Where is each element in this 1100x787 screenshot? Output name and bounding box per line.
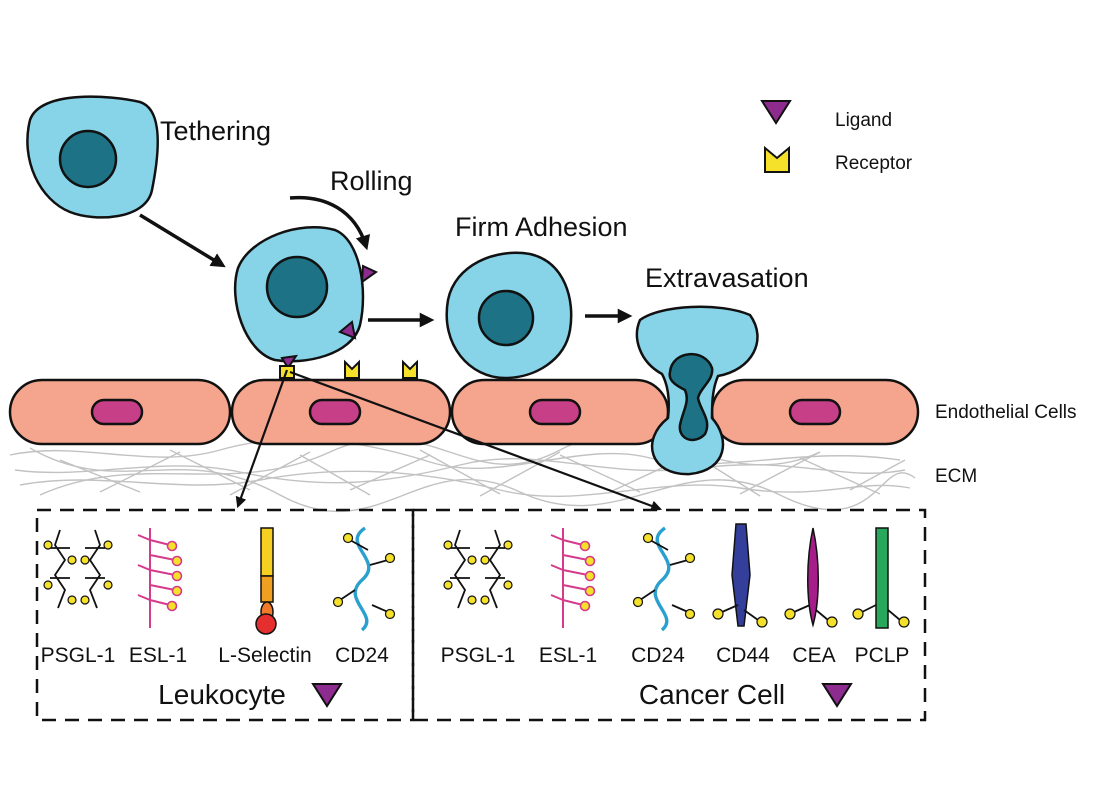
l-selectin-glyph xyxy=(255,527,277,635)
pclp-glyph xyxy=(852,527,910,629)
ligand-icon xyxy=(338,320,357,340)
receptor-icon xyxy=(402,359,418,379)
cancer-cell-panel xyxy=(411,508,927,722)
leukocyte-panel-title: Leukocyte xyxy=(158,679,286,710)
extravasating-cell xyxy=(635,305,759,476)
molecule-label: CD24 xyxy=(631,644,685,667)
cell-nucleus xyxy=(265,255,329,319)
legend-ligand-label: Ligand xyxy=(835,110,892,131)
psgl1-glyph xyxy=(443,529,513,609)
ligand-icon xyxy=(280,354,299,370)
pointer-arrow xyxy=(289,370,663,512)
leukocyte-panel xyxy=(35,508,415,722)
esl1-glyph xyxy=(137,528,183,628)
molecule-label: CD44 xyxy=(716,644,770,667)
cancer-panel-title: Cancer Cell xyxy=(639,679,785,710)
ligand-icon xyxy=(311,683,343,708)
cell-nucleus xyxy=(58,129,118,189)
endothelial-cells-label: Endothelial Cells xyxy=(935,402,1077,423)
rolling-arrow xyxy=(289,195,371,251)
molecule-label: L-Selectin xyxy=(218,644,311,667)
legend-receptor-label: Receptor xyxy=(835,153,913,174)
pointer-arrow xyxy=(235,369,289,509)
legend: Ligand Receptor xyxy=(760,100,913,174)
stage-arrow xyxy=(139,213,226,268)
cd24-glyph xyxy=(332,526,396,632)
receptor-icon xyxy=(764,145,790,173)
endothelial-layer xyxy=(8,378,920,446)
cell-nucleus xyxy=(668,352,714,442)
ligand-icon xyxy=(760,100,792,125)
tethering-cell xyxy=(26,95,159,219)
molecule-label: PCLP xyxy=(855,644,910,667)
molecule-label: CD24 xyxy=(335,644,389,667)
esl1-glyph xyxy=(550,528,596,628)
molecule-label: CEA xyxy=(792,644,835,667)
cd24-glyph xyxy=(632,526,696,632)
molecule-label: PSGL-1 xyxy=(441,644,516,667)
rolling-cell xyxy=(233,226,378,379)
ecm-label: ECM xyxy=(935,466,977,487)
cea-glyph xyxy=(784,527,838,628)
receptor-icon xyxy=(344,359,360,379)
firm-adhesion-cell xyxy=(445,251,573,380)
molecule-label: PSGL-1 xyxy=(41,644,116,667)
endothelial-nucleus xyxy=(308,398,362,426)
extravasation-label: Extravasation xyxy=(645,263,809,293)
ecm-fibers xyxy=(9,435,916,513)
molecule-label: ESL-1 xyxy=(539,644,597,667)
tethering-label: Tethering xyxy=(160,116,271,146)
endothelial-nucleus xyxy=(90,398,144,426)
firm-adhesion-label: Firm Adhesion xyxy=(455,212,628,242)
endothelial-nucleus xyxy=(528,398,582,426)
cell-nucleus xyxy=(477,289,535,347)
psgl1-glyph xyxy=(43,529,113,609)
cd44-glyph xyxy=(712,523,768,628)
rolling-label: Rolling xyxy=(330,166,413,196)
endothelial-nucleus xyxy=(788,398,842,426)
ligand-icon xyxy=(821,683,853,708)
molecule-label: ESL-1 xyxy=(129,644,187,667)
ligand-icon xyxy=(360,264,378,285)
